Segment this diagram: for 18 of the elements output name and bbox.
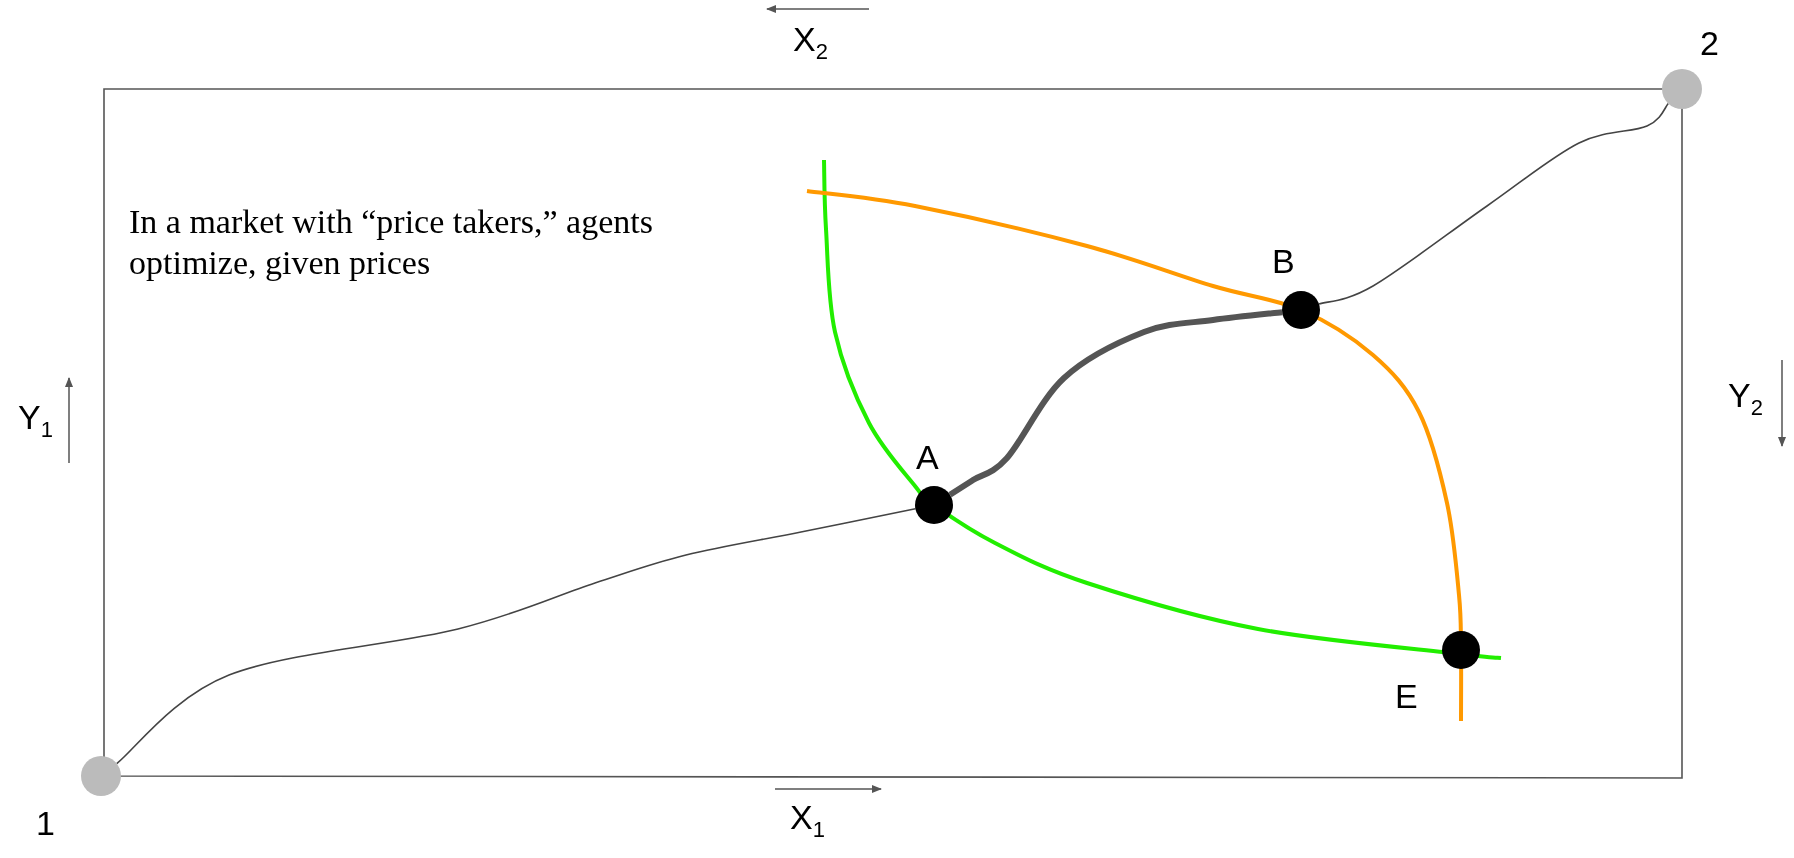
point-label: A: [916, 440, 939, 474]
allocation-point: [1282, 291, 1320, 329]
note-text: In a market with “price takers,” agents optimize, given prices: [129, 202, 654, 283]
axis-label: Y$_{1}$: [18, 400, 53, 441]
allocation-point: [915, 486, 953, 524]
axis-label: Y$_{2}$: [1728, 378, 1763, 419]
contract-curve: [948, 309, 1283, 498]
contract-curve: [1318, 102, 1670, 305]
contract-curve: [115, 507, 917, 765]
point-label: 1: [36, 806, 55, 840]
point-label: 2: [1700, 26, 1719, 60]
allocation-point: [1442, 631, 1480, 669]
point-label: E: [1395, 679, 1418, 713]
axis-label: X$_{1}$: [790, 800, 825, 841]
origin-point: [81, 756, 121, 796]
point-label: B: [1272, 244, 1295, 278]
origin-point: [1662, 69, 1702, 109]
axis-label: X$_{2}$: [793, 22, 828, 63]
